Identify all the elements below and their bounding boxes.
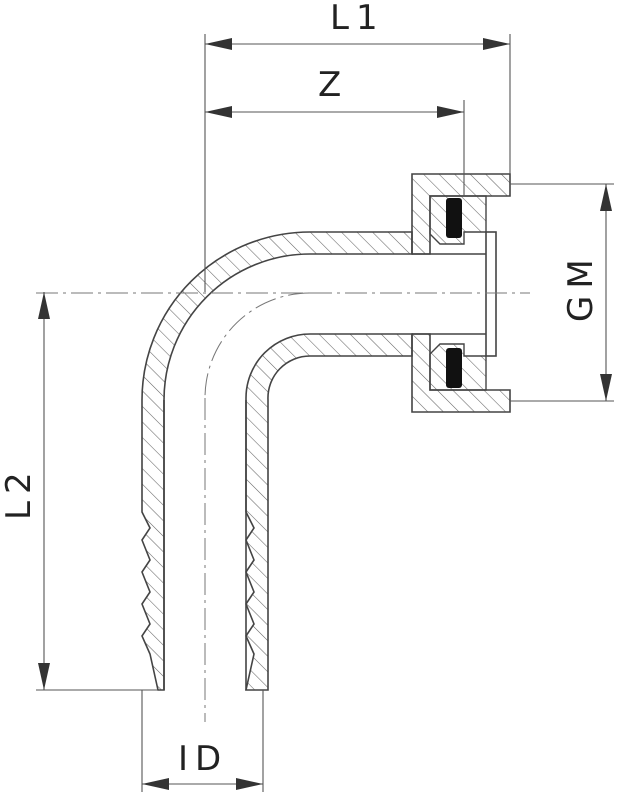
dimension-gm: GM [561,184,612,401]
elbow-outer-wall [141,231,413,691]
label-l2: L2 [0,465,39,520]
seal-ring-top [446,198,462,238]
union-nut [411,173,511,413]
center-lines [36,292,530,722]
extension-lines [36,34,614,792]
seal-ring-bottom [446,348,462,388]
dimension-l2: L2 [0,292,50,690]
elbow-inner-wall [245,333,413,691]
dimension-z: Z [205,65,464,118]
label-z: Z [318,65,348,105]
label-gm: GM [561,252,601,322]
bore-outline [163,400,247,690]
dimension-id: ID [142,739,263,790]
elbow-wall [141,231,413,691]
nut-face [485,231,497,357]
bend-center-line [204,292,311,399]
dimension-l1: L1 [205,0,510,50]
label-id: ID [178,739,228,779]
label-l1: L1 [330,0,385,38]
